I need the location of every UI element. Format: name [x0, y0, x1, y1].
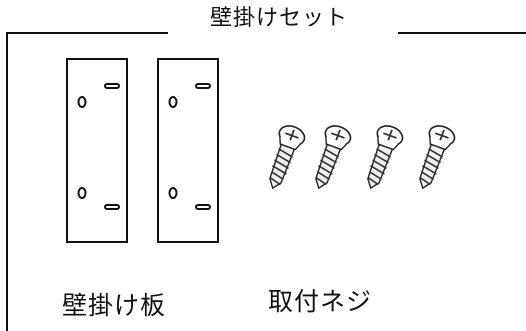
mounting-screw-icon [259, 121, 309, 194]
frame-left [6, 32, 8, 331]
wall-bracket-plate-icon [66, 58, 128, 243]
frame-top-left [6, 32, 168, 34]
frame-top-right [398, 32, 526, 34]
wall-bracket-plate-icon [157, 58, 219, 243]
mounting-screw-icon [357, 121, 407, 194]
mounting-screw-icon [409, 121, 459, 194]
part-label-bracket: 壁掛け板 [62, 291, 167, 320]
mounting-screw-icon [305, 121, 355, 194]
part-label-screws: 取付ネジ [268, 287, 373, 316]
set-title: 壁掛けセット [168, 2, 390, 36]
